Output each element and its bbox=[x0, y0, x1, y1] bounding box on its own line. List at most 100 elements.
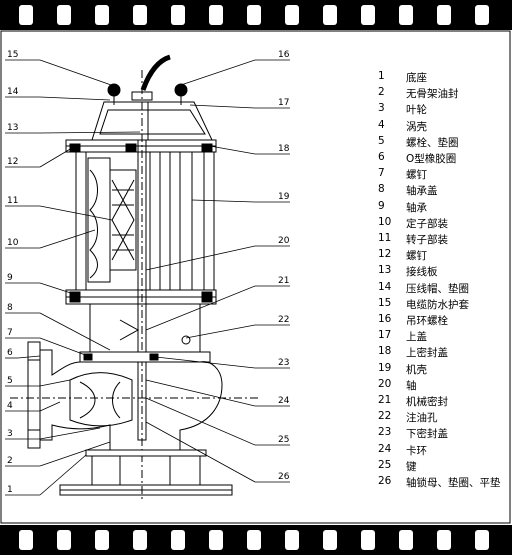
film-sprocket-hole bbox=[171, 530, 185, 550]
callout-number: 18 bbox=[278, 144, 290, 154]
legend-number: 24 bbox=[378, 442, 392, 455]
film-sprocket-hole bbox=[133, 5, 147, 25]
film-sprocket-hole bbox=[285, 5, 299, 25]
film-sprocket-hole bbox=[57, 530, 71, 550]
film-sprocket-hole bbox=[475, 5, 489, 25]
legend-number: 5 bbox=[378, 134, 385, 147]
callout-number: 23 bbox=[278, 358, 289, 368]
legend-part-name: 螺钉 bbox=[406, 250, 427, 263]
legend-part-name: 转子部装 bbox=[406, 234, 448, 246]
legend-part-name: O型橡胶圈 bbox=[406, 153, 457, 165]
film-sprocket-hole bbox=[323, 5, 337, 25]
legend-number: 12 bbox=[378, 248, 392, 261]
legend-number: 7 bbox=[378, 167, 385, 180]
legend-number: 4 bbox=[378, 118, 385, 131]
film-sprocket-hole bbox=[399, 530, 413, 550]
legend-number: 23 bbox=[378, 426, 392, 439]
film-sprocket-hole bbox=[95, 5, 109, 25]
legend-part-name: 底座 bbox=[406, 72, 427, 84]
callout-number: 10 bbox=[7, 238, 19, 248]
legend-part-name: 涡壳 bbox=[406, 120, 427, 133]
legend-part-name: 轴 bbox=[406, 379, 417, 392]
film-sprocket-hole bbox=[171, 5, 185, 25]
callout-number: 17 bbox=[278, 98, 289, 108]
film-sprocket-hole bbox=[361, 530, 375, 550]
legend-number: 8 bbox=[378, 183, 385, 196]
callout-number: 20 bbox=[278, 236, 290, 246]
callout-number: 9 bbox=[7, 273, 13, 283]
legend-number: 16 bbox=[378, 313, 392, 325]
legend-part-name: 接线板 bbox=[406, 266, 438, 279]
legend-part-name: 上密封盖 bbox=[406, 347, 448, 360]
legend-number: 20 bbox=[378, 377, 392, 390]
legend-number: 6 bbox=[378, 151, 385, 163]
legend-number: 3 bbox=[378, 102, 385, 115]
legend-number: 9 bbox=[378, 199, 385, 212]
film-sprocket-hole bbox=[437, 5, 451, 25]
callout-number: 7 bbox=[7, 328, 13, 338]
legend-part-name: 叶轮 bbox=[406, 104, 427, 117]
legend-part-name: 键 bbox=[406, 460, 417, 473]
film-sprocket-hole bbox=[95, 530, 109, 550]
callout-number: 25 bbox=[278, 435, 289, 445]
legend-part-name: 电缆防水护套 bbox=[406, 298, 469, 311]
callout-number: 6 bbox=[7, 348, 13, 358]
film-sprocket-hole bbox=[19, 530, 33, 550]
legend-part-name: 机械密封 bbox=[406, 396, 448, 408]
legend-number: 18 bbox=[378, 345, 392, 358]
callout-number: 26 bbox=[278, 472, 290, 482]
film-sprocket-hole bbox=[361, 5, 375, 25]
film-sprocket-hole bbox=[247, 530, 261, 550]
film-sprocket-hole bbox=[399, 5, 413, 25]
callout-number: 13 bbox=[7, 123, 18, 133]
legend-part-name: 无骨架油封 bbox=[406, 88, 459, 101]
callout-number: 5 bbox=[7, 376, 13, 386]
legend-number: 13 bbox=[378, 264, 392, 277]
film-sprocket-hole bbox=[323, 530, 337, 550]
film-sprocket-hole bbox=[475, 530, 489, 550]
callout-number: 1 bbox=[7, 485, 13, 495]
callout-number: 22 bbox=[278, 315, 289, 325]
legend-part-name: 轴锁母、垫圈、平垫 bbox=[406, 477, 501, 489]
legend-part-name: 卡环 bbox=[406, 444, 427, 457]
film-sprocket-hole bbox=[209, 5, 223, 25]
legend-number: 26 bbox=[378, 475, 392, 487]
callout-number: 19 bbox=[278, 192, 290, 202]
callout-number: 4 bbox=[7, 401, 13, 411]
legend-part-name: 上盖 bbox=[406, 331, 427, 344]
legend-part-name: 螺栓、垫圈 bbox=[406, 136, 459, 149]
legend-number: 11 bbox=[378, 232, 392, 244]
callout-number: 2 bbox=[7, 456, 13, 466]
legend-part-name: 下密封盖 bbox=[406, 428, 448, 441]
legend-number: 2 bbox=[378, 86, 385, 99]
callout-number: 21 bbox=[278, 276, 289, 286]
legend-part-name: 轴承盖 bbox=[406, 185, 438, 198]
film-sprocket-hole bbox=[247, 5, 261, 25]
film-sprocket-hole bbox=[437, 530, 451, 550]
legend-part-name: 机壳 bbox=[406, 363, 427, 376]
callout-number: 8 bbox=[7, 303, 13, 313]
callout-number: 24 bbox=[278, 396, 290, 406]
callout-number: 11 bbox=[7, 196, 18, 206]
legend-number: 17 bbox=[378, 329, 392, 342]
callout-number: 3 bbox=[7, 429, 13, 439]
legend-number: 25 bbox=[378, 458, 392, 471]
legend-part-name: 压线帽、垫圈 bbox=[406, 282, 469, 295]
callout-number: 14 bbox=[7, 87, 19, 97]
legend-part-name: 吊环螺栓 bbox=[406, 315, 448, 327]
film-sprocket-hole bbox=[19, 5, 33, 25]
legend-number: 15 bbox=[378, 296, 392, 309]
legend-number: 21 bbox=[378, 394, 392, 406]
film-sprocket-hole bbox=[285, 530, 299, 550]
film-sprocket-hole bbox=[133, 530, 147, 550]
legend-part-name: 螺钉 bbox=[406, 169, 427, 182]
legend-part-name: 轴承 bbox=[406, 201, 427, 214]
film-sprocket-hole bbox=[209, 530, 223, 550]
callout-number: 12 bbox=[7, 157, 18, 167]
legend-number: 10 bbox=[378, 215, 392, 228]
